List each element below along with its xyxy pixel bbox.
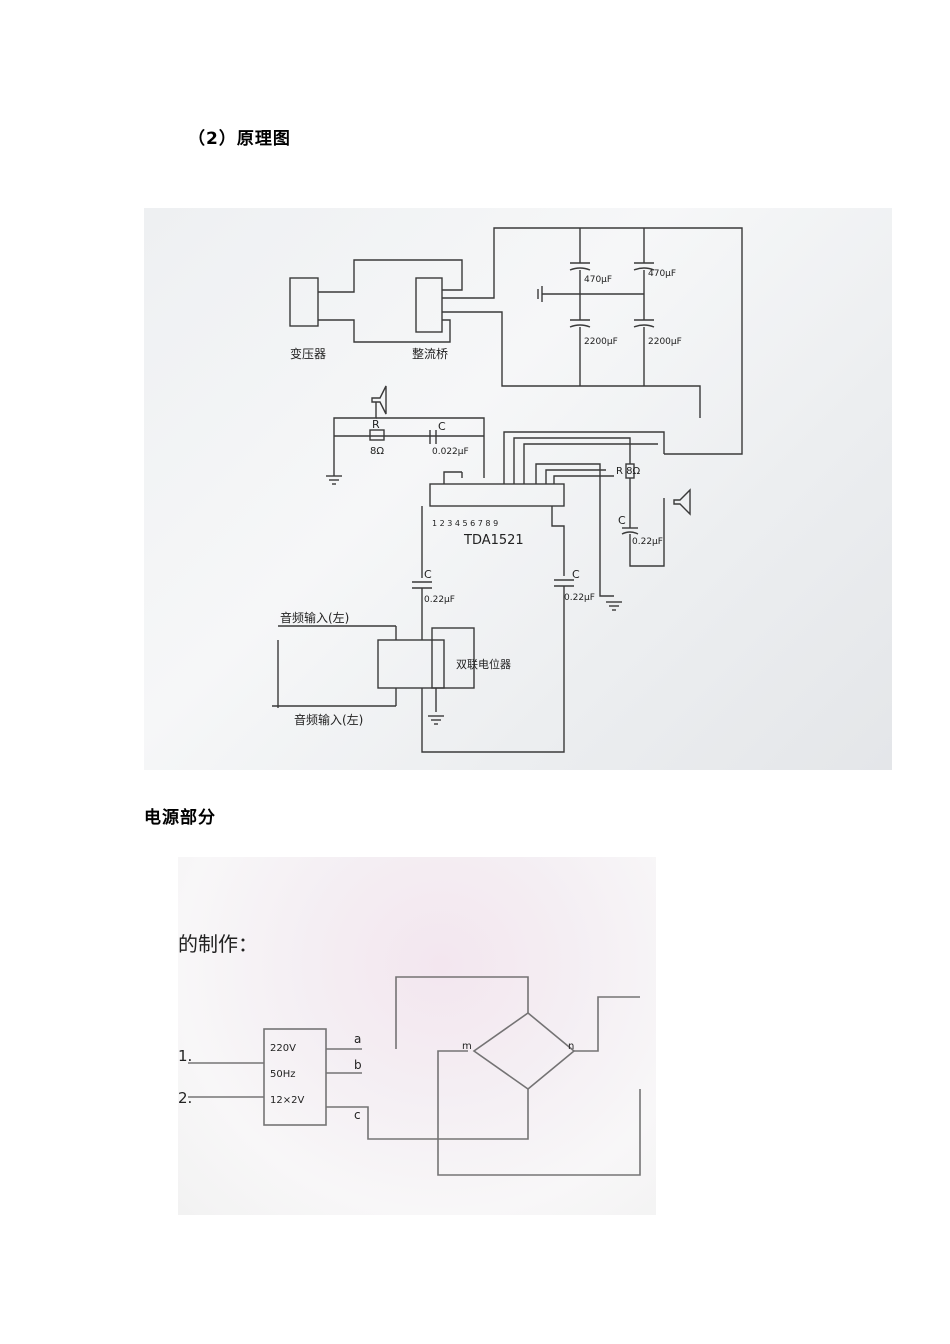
schematic-drawing: 变压器 整流桥 470μF 470μF 2200μF 2200μF R 8Ω C…	[272, 227, 743, 753]
cap-top-right-value: 470μF	[648, 269, 676, 279]
potentiometer-block	[377, 639, 445, 689]
audio-input-top-label: 音频输入(左)	[280, 610, 349, 625]
section-heading: （2）原理图	[188, 129, 291, 149]
audio-input-bottom-label: 音频输入(左)	[294, 712, 363, 727]
rectifier-label: 整流桥	[412, 346, 448, 361]
power-supply-photo: 的制作： 1. 2. 220V 50Hz 12×2V a b c m n	[178, 857, 656, 1215]
left-speaker-resistor-value: 8Ω	[370, 446, 384, 457]
transformer-box	[263, 1028, 327, 1126]
power-section-heading: 电源部分	[144, 808, 216, 828]
transformer-label: 变压器	[290, 346, 326, 361]
bridge-m-label: m	[462, 1041, 472, 1052]
cap-bottom-left-value: 2200μF	[584, 337, 618, 347]
ic-pins-bottom: 1 2 3 4 5 6 7 8 9	[432, 519, 498, 528]
cap-top-left-value: 470μF	[584, 275, 612, 285]
bridge-n-label: n	[568, 1041, 574, 1052]
transformer-frequency: 50Hz	[270, 1069, 296, 1080]
right-cap-value: 0.22μF	[632, 537, 663, 547]
power-supply-drawing: 的制作： 1. 2. 220V 50Hz 12×2V a b c m n	[178, 932, 641, 1176]
left-speaker-resistor-label: R	[372, 418, 380, 431]
ic-tda1521	[429, 483, 565, 507]
transformer-voltage: 220V	[270, 1043, 296, 1054]
left-cap-value: 0.022μF	[432, 447, 469, 457]
transformer-output: 12×2V	[270, 1095, 304, 1106]
power-photo-header: 的制作：	[178, 932, 258, 956]
potentiometer-label: 双联电位器	[456, 657, 511, 671]
left-cap-label: C	[438, 420, 446, 433]
schematic-photo: 变压器 整流桥 470μF 470μF 2200μF 2200μF R 8Ω C…	[144, 208, 892, 770]
cap-bottom-right-value: 2200μF	[648, 337, 682, 347]
rectifier-block	[415, 277, 443, 333]
mid-cap-right-label: C	[572, 568, 580, 581]
right-cap-label: C	[618, 514, 626, 527]
input-1-label: 1.	[178, 1047, 192, 1065]
terminal-a-label: a	[354, 1032, 361, 1046]
transformer-block	[289, 277, 319, 327]
terminal-c-label: c	[354, 1108, 361, 1122]
mid-cap-right-value: 0.22μF	[564, 593, 595, 603]
mid-cap-left-label: C	[424, 568, 432, 581]
ic-label: TDA1521	[463, 533, 524, 548]
mid-cap-left-value: 0.22μF	[424, 595, 455, 605]
terminal-b-label: b	[354, 1058, 362, 1072]
right-resistor-label: R 8Ω	[616, 466, 640, 477]
input-2-label: 2.	[178, 1089, 192, 1107]
